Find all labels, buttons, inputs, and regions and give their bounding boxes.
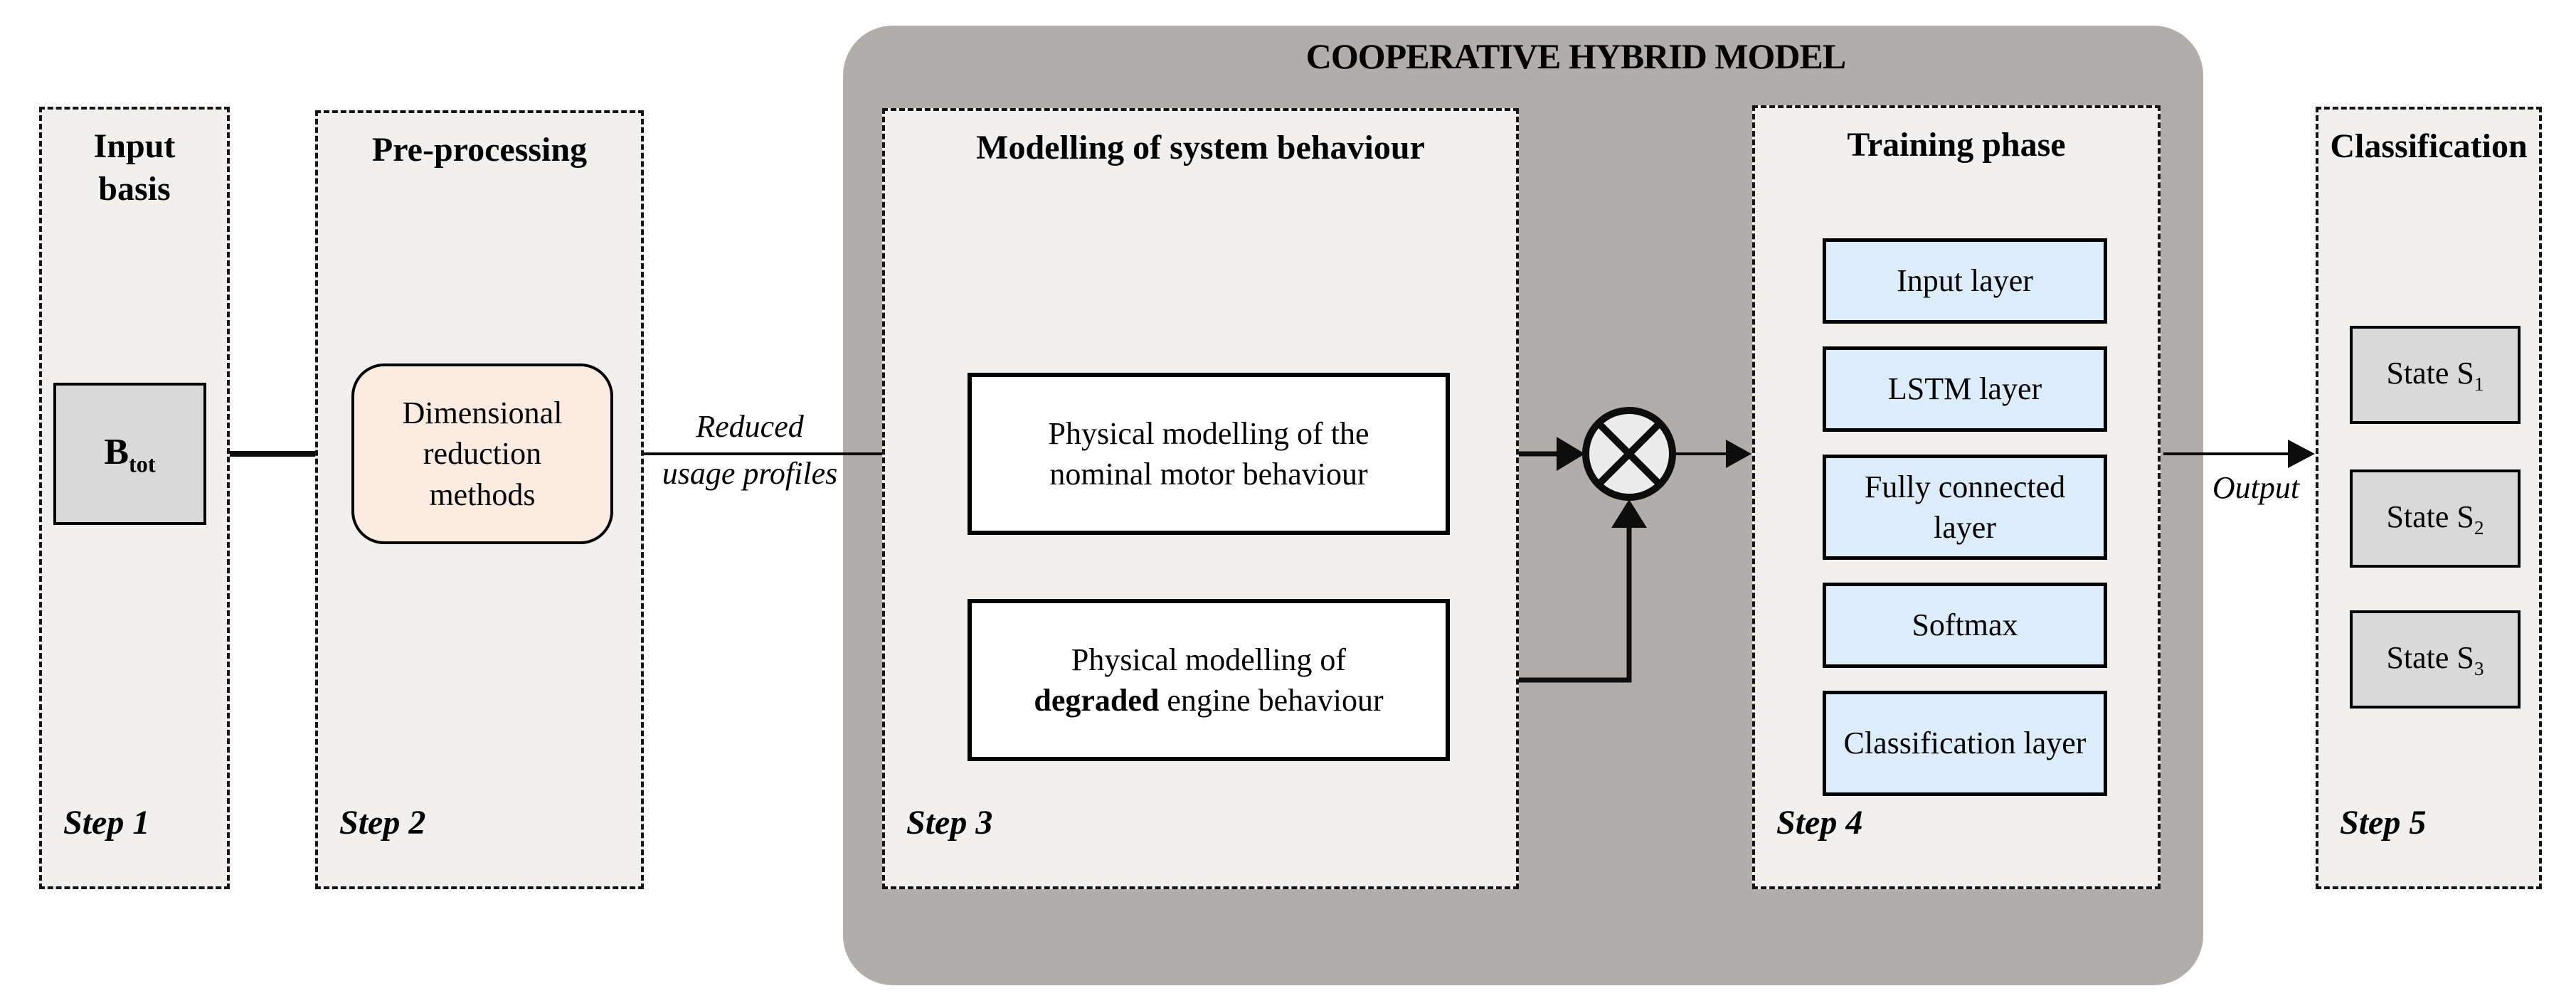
panel-title-line: Input [93, 127, 176, 165]
state-subscript: 3 [2474, 657, 2484, 679]
state-label: State S3 [2386, 637, 2484, 681]
state-label: State S2 [2386, 497, 2484, 541]
btot-main: B [104, 431, 129, 472]
dimensional-reduction-box: Dimensional reduction methods [351, 363, 613, 544]
layer-box-classification: Classification layer [1823, 691, 2107, 796]
panel-title-pre-processing: Pre-processing [371, 131, 588, 169]
panel-title-input-basis: Input basis [42, 125, 227, 211]
nominal-modelling-box: Physical modelling of the nominal motor … [968, 373, 1450, 535]
panel-title-line: basis [98, 170, 171, 208]
degraded-modelling-box: Physical modelling of degraded engine be… [968, 599, 1450, 761]
state-subscript: 2 [2474, 516, 2484, 538]
dimensional-reduction-line: reduction [423, 436, 542, 472]
step-label-4: Step 4 [1776, 804, 1863, 842]
btot-subscript: tot [129, 451, 156, 477]
degraded-line: Physical modelling of [1071, 642, 1347, 677]
state-main: State S [2386, 355, 2474, 391]
step-label-1: Step 1 [63, 804, 150, 842]
state-box-s2: State S2 [2350, 469, 2521, 568]
panel-title-training-phase: Training phase [1847, 126, 2066, 164]
dimensional-reduction-line: Dimensional [402, 396, 563, 431]
state-main: State S [2386, 640, 2474, 675]
state-box-s3: State S3 [2350, 610, 2521, 709]
state-box-s1: State S1 [2350, 326, 2521, 424]
nominal-modelling-text: Physical modelling of the nominal motor … [1049, 413, 1369, 494]
state-subscript: 1 [2474, 373, 2484, 395]
step-label-5: Step 5 [2340, 804, 2427, 842]
state-main: State S [2386, 499, 2474, 534]
degraded-bold-word: degraded [1034, 683, 1160, 718]
layer-box-input: Input layer [1823, 238, 2107, 324]
btot-label: Btot [104, 428, 155, 479]
reduced-usage-profiles-label-line2: usage profiles [662, 456, 838, 491]
reduced-usage-profiles-label-line1: Reduced [696, 409, 804, 444]
btot-box: Btot [53, 383, 206, 525]
panel-title-classification: Classification [2330, 127, 2528, 165]
step-label-3: Step 3 [906, 804, 993, 842]
nominal-line: nominal motor behaviour [1049, 457, 1368, 492]
degraded-line: degraded engine behaviour [1034, 680, 1383, 721]
nominal-line: Physical modelling of the [1048, 415, 1369, 451]
state-label: State S1 [2386, 353, 2484, 397]
degraded-rest: engine behaviour [1159, 683, 1384, 718]
degraded-modelling-text: Physical modelling of degraded engine be… [1034, 640, 1383, 721]
step-label-2: Step 2 [339, 804, 426, 842]
diagram-title: COOPERATIVE HYBRID MODEL [1305, 36, 1846, 76]
layer-box-lstm: LSTM layer [1823, 346, 2107, 432]
panel-title-modelling: Modelling of system behaviour [976, 129, 1425, 166]
dimensional-reduction-text: Dimensional reduction methods [403, 393, 563, 515]
layer-box-fully-connected: Fully connected layer [1823, 455, 2107, 560]
output-label: Output [2212, 470, 2300, 505]
dimensional-reduction-line: methods [429, 477, 536, 512]
layer-box-softmax: Softmax [1823, 583, 2107, 668]
